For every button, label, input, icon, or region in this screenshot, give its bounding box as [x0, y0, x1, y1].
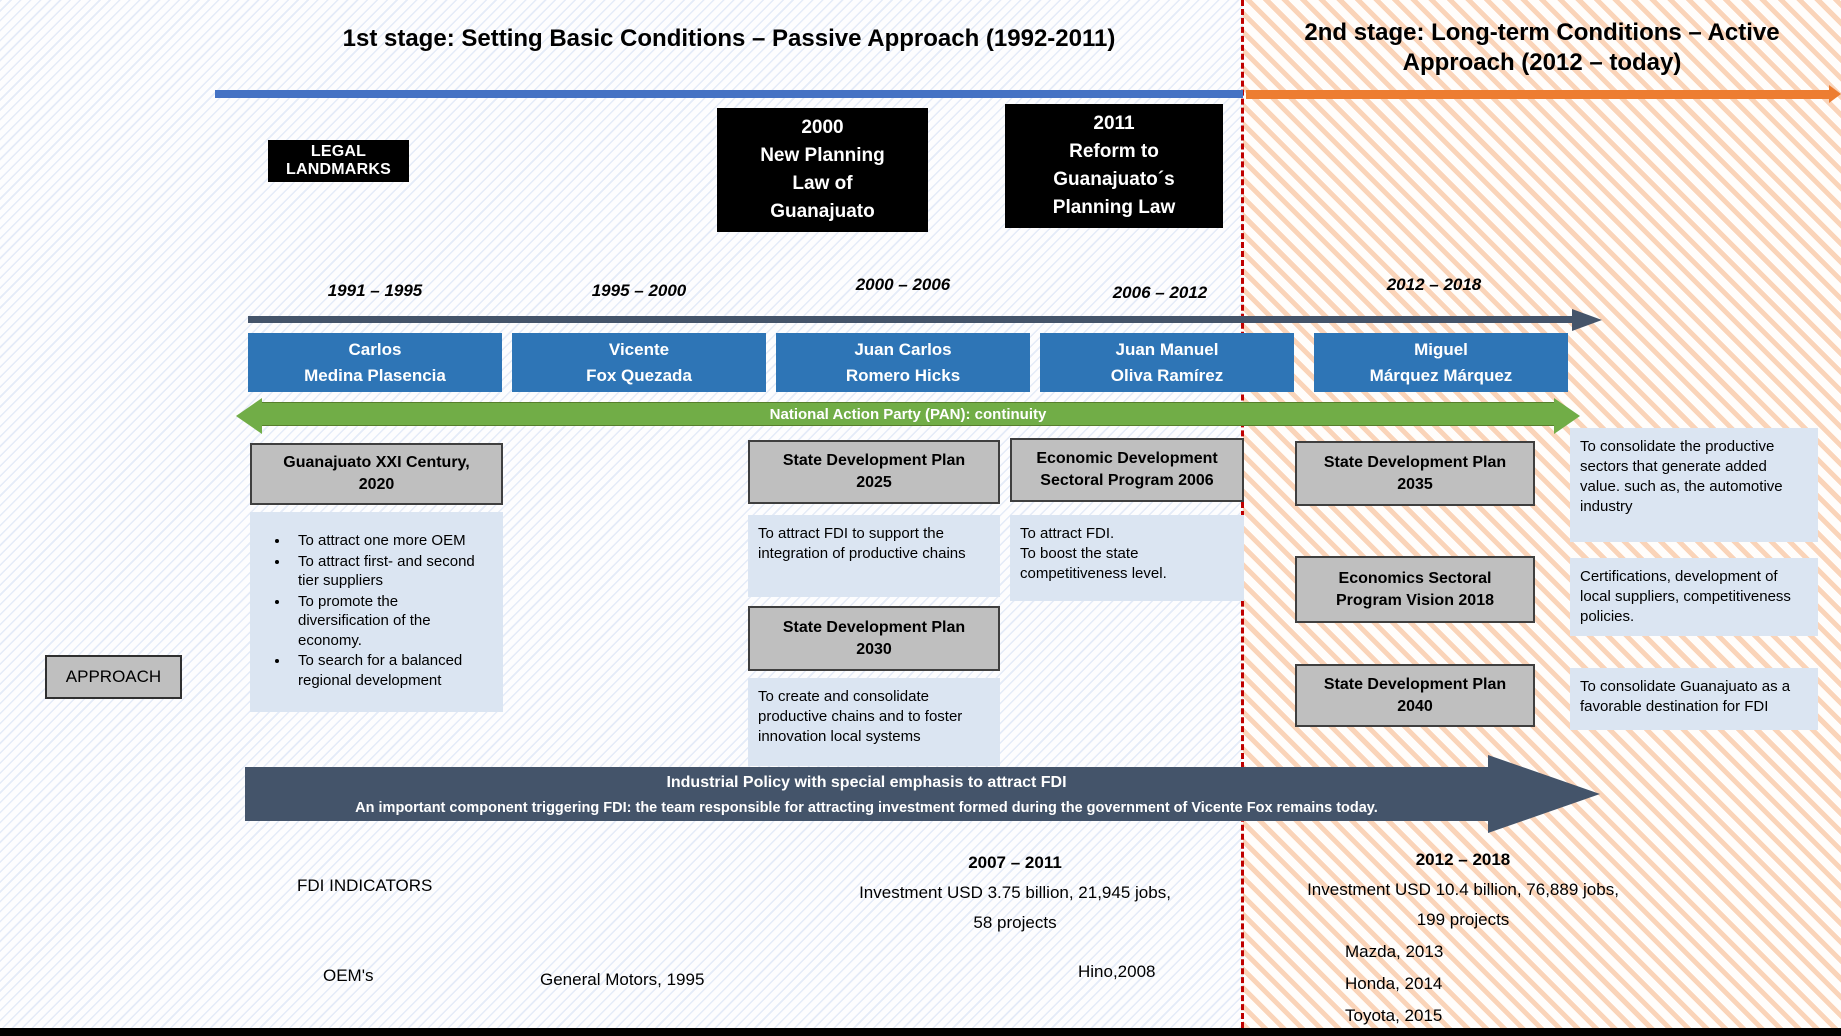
timeline-arrowhead-icon	[1572, 309, 1602, 331]
fdi-period1-block: 2007 – 2011 Investment USD 3.75 billion,…	[815, 848, 1215, 938]
industrial-policy-arrow: Industrial Policy with special emphasis …	[245, 767, 1488, 821]
fdi-period1-investment: Investment USD 3.75 billion, 21,945 jobs…	[859, 883, 1171, 902]
legal-landmarks-label: LEGAL LANDMARKS	[268, 140, 409, 182]
plan-box-2040: State Development Plan 2040	[1295, 664, 1535, 727]
pan-arrow-left-icon	[236, 398, 262, 434]
program-desc-vision-2018: Certifications, development of local sup…	[1570, 558, 1818, 636]
program-box-vision-2018: Economics Sectoral Program Vision 2018	[1295, 556, 1535, 623]
plan-box-gto-xxi-2020: Guanajuato XXI Century, 2020	[250, 443, 503, 505]
stage-divider-dashed-line	[1241, 0, 1244, 1028]
timeline-line	[248, 316, 1572, 323]
oem-general-motors: General Motors, 1995	[540, 970, 705, 989]
plan-desc-2030: To create and consolidate productive cha…	[748, 678, 1000, 766]
plan-desc-gto-xxi: To attract one more OEM To attract first…	[250, 512, 503, 712]
bullet-item: To promote the diversification of the ec…	[290, 592, 485, 651]
period-2006-2012: 2006 – 2012	[1112, 283, 1208, 302]
period-1995-2000: 1995 – 2000	[591, 281, 687, 300]
stage1-underline	[215, 90, 1243, 98]
bullet-item: To attract first- and second tier suppli…	[290, 552, 485, 591]
oem-hino: Hino,2008	[1078, 962, 1156, 981]
bullet-item: To search for a balanced regional develo…	[290, 651, 485, 690]
fdi-period2-investment: Investment USD 10.4 billion, 76,889 jobs…	[1307, 880, 1619, 899]
period-2000-2006: 2000 – 2006	[855, 275, 951, 294]
industrial-policy-arrowhead-icon	[1488, 755, 1600, 833]
fdi-indicators-label: FDI INDICATORS	[297, 876, 433, 895]
program-box-2006: Economic Development Sectoral Program 20…	[1010, 438, 1244, 502]
bottom-black-bar	[0, 1028, 1841, 1036]
stage2-underline-arrow-icon	[1829, 85, 1841, 103]
landmark-2011-box: 2011 Reform to Guanajuato´s Planning Law	[1005, 104, 1223, 228]
governor-box-marquez: Miguel Márquez Márquez	[1314, 333, 1568, 392]
plan-desc-2025: To attract FDI to support the integratio…	[748, 515, 1000, 597]
governor-box-oliva: Juan Manuel Oliva Ramírez	[1040, 333, 1294, 392]
oem-stage2-list: Mazda, 2013 Honda, 2014 Toyota, 2015	[1345, 942, 1444, 1025]
stage1-title: 1st stage: Setting Basic Conditions – Pa…	[342, 25, 1116, 52]
program-desc-2006: To attract FDI. To boost the state compe…	[1010, 515, 1244, 601]
plan-box-2030: State Development Plan 2030	[748, 606, 1000, 671]
governor-box-medina: Carlos Medina Plasencia	[248, 333, 502, 392]
period-2012-2018: 2012 – 2018	[1386, 275, 1482, 294]
pan-continuity-label: National Action Party (PAN): continuity	[769, 405, 1047, 423]
governor-box-fox: Vicente Fox Quezada	[512, 333, 766, 392]
bullet-item: To attract one more OEM	[290, 531, 485, 551]
fdi-period2-projects: 199 projects	[1416, 910, 1510, 929]
gto-xxi-bullet-list: To attract one more OEM To attract first…	[260, 521, 493, 699]
fdi-period2-block: 2012 – 2018 Investment USD 10.4 billion,…	[1263, 845, 1663, 935]
fdi-period2-range: 2012 – 2018	[1415, 850, 1511, 869]
industrial-policy-line1: Industrial Policy with special emphasis …	[666, 774, 1067, 791]
plan-desc-2040: To consolidate Guanajuato as a favorable…	[1570, 668, 1818, 730]
plan-box-2035: State Development Plan 2035	[1295, 441, 1535, 506]
governor-box-romero: Juan Carlos Romero Hicks	[776, 333, 1030, 392]
fdi-period1-range: 2007 – 2011	[968, 853, 1062, 872]
pan-continuity-arrow: National Action Party (PAN): continuity	[262, 402, 1554, 426]
oems-label: OEM's	[323, 966, 374, 985]
approach-label: APPROACH	[45, 655, 182, 699]
period-1991-1995: 1991 – 1995	[327, 281, 423, 300]
plan-box-2025: State Development Plan 2025	[748, 440, 1000, 504]
industrial-policy-line2: An important component triggering FDI: t…	[355, 800, 1378, 816]
stage2-underline	[1246, 90, 1829, 99]
landmark-2000-box: 2000 New Planning Law of Guanajuato	[717, 108, 928, 232]
stage2-title: 2nd stage: Long-term Conditions – Active…	[1304, 19, 1780, 76]
fdi-period1-projects: 58 projects	[973, 913, 1057, 932]
plan-desc-2035: To consolidate the productive sectors th…	[1570, 428, 1818, 542]
